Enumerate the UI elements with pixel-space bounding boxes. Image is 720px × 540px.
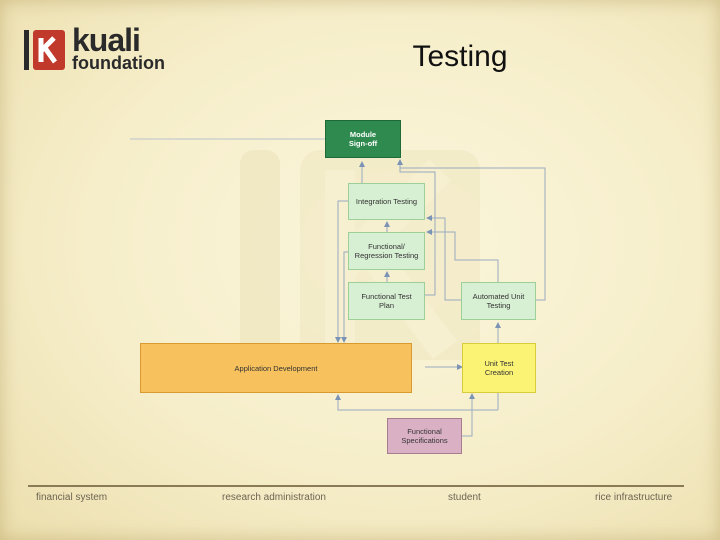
- functional-specifications-box: Functional Specifications: [387, 418, 462, 454]
- kuali-logo: kuali foundation: [24, 22, 204, 74]
- integration-testing-box: Integration Testing: [348, 183, 425, 220]
- functional-regression-testing-box: Functional/ Regression Testing: [348, 232, 425, 270]
- automated-unit-testing-box: Automated Unit Testing: [461, 282, 536, 320]
- logo-word-kuali: kuali: [72, 22, 141, 58]
- footer-research-administration: research administration: [222, 492, 326, 503]
- kuali-k-icon: [24, 30, 65, 70]
- functional-test-plan-box: Functional Test Plan: [348, 282, 425, 320]
- footer-student: student: [448, 492, 481, 503]
- logo-word-foundation: foundation: [72, 53, 165, 73]
- footer-financial-system: financial system: [36, 492, 108, 503]
- unit-test-creation-box: Unit Test Creation: [462, 343, 536, 393]
- footer-divider: [28, 485, 684, 487]
- slide-title: Testing: [412, 40, 508, 73]
- application-development-box: Application Development: [140, 343, 412, 393]
- module-signoff-box: Module Sign-off: [325, 120, 401, 158]
- footer-rice-infrastructure: rice infrastructure: [595, 492, 673, 503]
